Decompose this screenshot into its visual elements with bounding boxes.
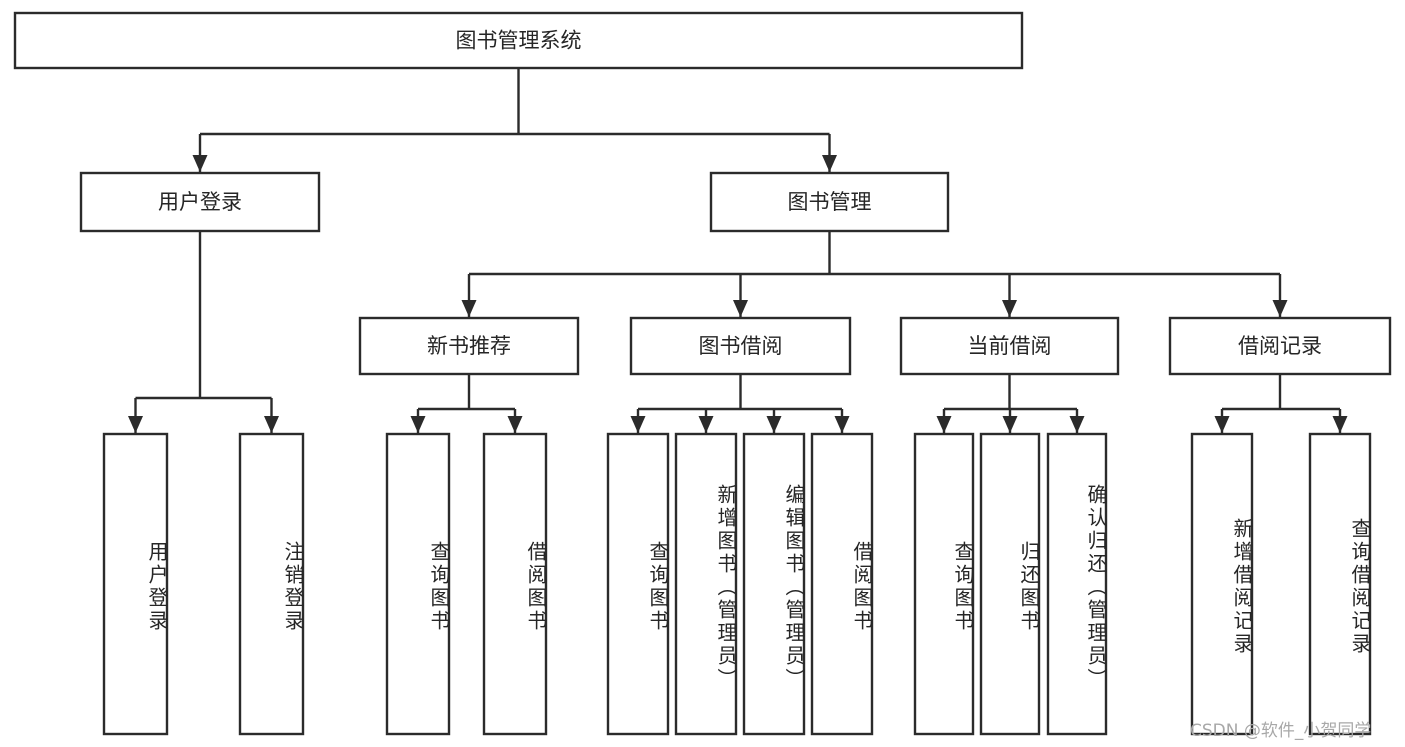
node-level2-label-1: 图书管理 [788,190,872,214]
borrow-to-leaves-arrow-3 [834,416,850,433]
boxes-layer [13,11,1392,736]
node-leaf-box-8[interactable] [913,432,975,736]
node-leaf-box-2[interactable] [385,432,451,736]
node-level3-label-1: 图书借阅 [699,334,783,358]
login-to-leaves-arrow-0 [128,416,143,433]
node-leaf-box-1[interactable] [238,432,305,736]
login-to-leaves-arrow-1 [264,416,279,433]
books-to-level3-arrow-1 [733,300,748,317]
node-level2-label-0: 用户登录 [158,190,242,214]
node-level3-box-1[interactable] [629,316,852,376]
root-to-level2-arrow-1 [822,155,837,172]
node-title-label: 图书管理系统 [456,29,582,53]
current-to-leaves-arrow-1 [1002,416,1018,433]
node-leaf-box-12[interactable] [1308,432,1372,736]
node-leaf-box-0[interactable] [102,432,169,736]
borrow-to-leaves-arrow-2 [766,416,782,433]
newbooks-to-leaves-arrow-0 [410,416,426,433]
node-level2-box-0[interactable] [79,171,321,233]
records-to-leaves-arrow-1 [1332,416,1348,433]
books-to-level3-arrow-2 [1002,300,1017,317]
current-to-leaves-arrow-0 [936,416,952,433]
node-leaf-box-3[interactable] [482,432,548,736]
node-leaf-box-4[interactable] [606,432,670,736]
node-level3-box-3[interactable] [1168,316,1392,376]
node-level3-label-0: 新书推荐 [427,334,511,358]
node-level3-box-2[interactable] [899,316,1120,376]
node-title-box[interactable] [13,11,1024,70]
node-level3-box-0[interactable] [358,316,580,376]
books-to-level3-arrow-3 [1272,300,1288,317]
node-leaf-box-9[interactable] [979,432,1041,736]
borrow-to-leaves-arrow-1 [698,416,714,433]
borrow-to-leaves-arrow-0 [630,416,646,433]
csdn-watermark: CSDN @软件_小贺同学 [1190,721,1372,741]
connectors-layer [128,68,1348,433]
node-level3-label-2: 当前借阅 [968,334,1052,358]
root-to-level2-arrow-0 [192,155,208,172]
newbooks-to-leaves-arrow-1 [507,416,523,433]
node-leaf-box-6[interactable] [742,432,806,736]
node-leaf-box-7[interactable] [810,432,874,736]
node-leaf-box-11[interactable] [1190,432,1254,736]
books-to-level3-arrow-0 [461,300,477,317]
records-to-leaves-arrow-0 [1214,416,1230,433]
node-level2-box-1[interactable] [709,171,950,233]
current-to-leaves-arrow-2 [1069,416,1085,433]
node-level3-label-3: 借阅记录 [1238,334,1322,358]
node-leaf-box-5[interactable] [674,432,738,736]
node-leaf-box-10[interactable] [1046,432,1108,736]
